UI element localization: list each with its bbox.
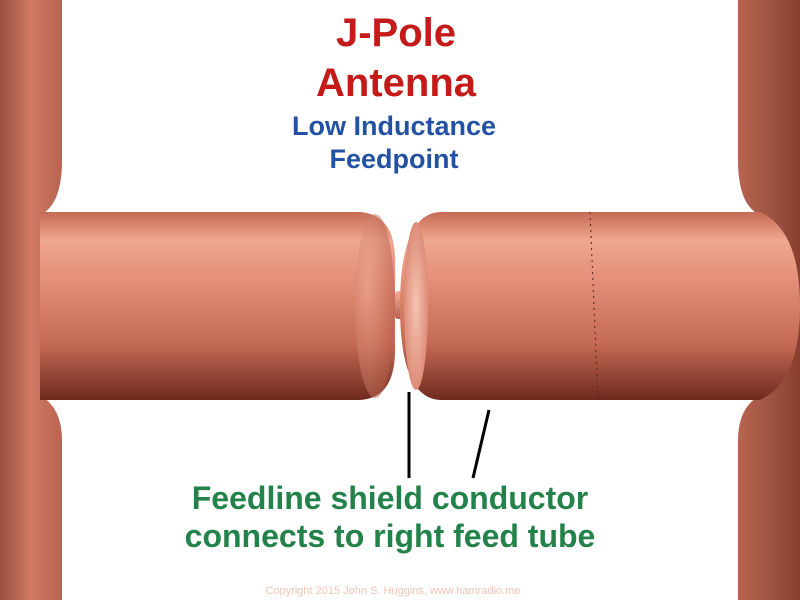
title-line1: J-Pole bbox=[336, 11, 456, 55]
left-vertical-tube bbox=[0, 0, 62, 600]
upper-white-panel bbox=[62, 0, 738, 210]
left-feed-tube bbox=[40, 212, 395, 400]
right-feed-tube-bore bbox=[404, 222, 428, 390]
pointer-line-right bbox=[471, 409, 491, 479]
title-line2: Antenna bbox=[316, 61, 477, 105]
lower-white-panel bbox=[62, 402, 738, 600]
caption-line1: Feedline shield conductor bbox=[192, 480, 589, 516]
subtitle-line2: Feedpoint bbox=[330, 144, 459, 174]
caption-line2: connects to right feed tube bbox=[185, 518, 596, 554]
right-tube-seam bbox=[589, 211, 599, 401]
left-feed-tube-cap bbox=[355, 214, 395, 398]
right-feed-tube bbox=[400, 212, 800, 400]
copyright-notice: Copyright 2015 John S. Huggins, www.hamr… bbox=[266, 585, 521, 597]
subtitle-line1: Low Inductance bbox=[292, 111, 496, 141]
